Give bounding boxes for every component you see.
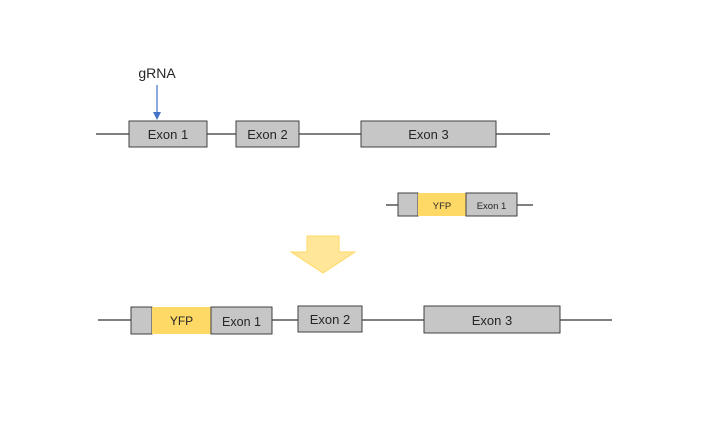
original-gene: Exon 1 Exon 2 Exon 3 [96, 120, 550, 148]
exon-2-label: Exon 2 [247, 127, 287, 142]
result-exon-2-label: Exon 2 [310, 312, 350, 327]
donor-yfp-box [418, 193, 466, 216]
grna-arrow-head [153, 112, 161, 120]
exon-3-label: Exon 3 [408, 127, 448, 142]
donor-exon-1-box [465, 192, 518, 217]
result-yfp-box [152, 307, 211, 334]
exon-3-box [360, 120, 497, 148]
result-gray-segment [130, 306, 153, 335]
result-yfp-label: YFP [170, 314, 193, 328]
exon-1-box [128, 120, 208, 148]
exon-1-label: Exon 1 [148, 127, 188, 142]
result-exon-1-label: Exon 1 [222, 315, 261, 329]
donor-exon-1-label: Exon 1 [477, 201, 507, 212]
result-exon-1-box [210, 306, 273, 335]
result-exon-2-box [297, 305, 363, 333]
donor-construct: YFP Exon 1 [386, 192, 533, 217]
down-arrow-icon [289, 235, 357, 274]
result-exon-3-label: Exon 3 [472, 313, 512, 328]
result-exon-3-box [423, 305, 561, 334]
exon-2-box [235, 120, 300, 148]
donor-gray-segment [397, 192, 419, 217]
grna-marker: gRNA [138, 65, 176, 120]
donor-yfp-label: YFP [433, 201, 451, 212]
result-gene: YFP Exon 1 Exon 2 Exon 3 [98, 305, 612, 335]
grna-label: gRNA [138, 65, 176, 81]
